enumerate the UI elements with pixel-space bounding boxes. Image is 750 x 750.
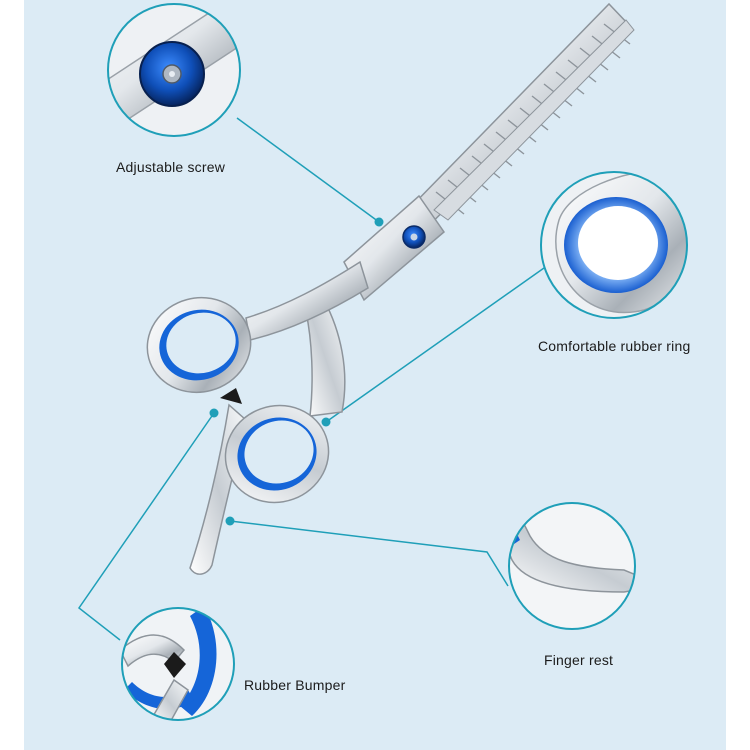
- thinning-shears: [146, 2, 635, 575]
- upper-ring-hole: [166, 312, 236, 374]
- lower-ring-hole: [244, 420, 314, 484]
- label-finger-rest: Finger rest: [544, 652, 614, 668]
- callout-circle-bumper: [121, 607, 235, 721]
- callout-line-bumper: [77, 412, 215, 641]
- callout-circle-finger: [508, 502, 636, 630]
- rubber-bumper-mark: [220, 388, 242, 404]
- scissors-illustration: [24, 0, 726, 750]
- callout-dots: [209, 217, 384, 526]
- callout-line-screw: [236, 117, 380, 223]
- label-rubber-bumper: Rubber Bumper: [244, 677, 346, 693]
- label-adjustable-screw: Adjustable screw: [116, 159, 226, 175]
- product-infographic: Adjustable screw Comfortable rubber ring…: [24, 0, 726, 750]
- callout-lines: [77, 117, 545, 641]
- teeth-base: [433, 19, 635, 221]
- callout-line-finger: [229, 520, 509, 587]
- callout-line-ring: [325, 267, 545, 423]
- callout-circle-screw: [107, 3, 241, 137]
- label-rubber-ring: Comfortable rubber ring: [538, 338, 691, 354]
- callout-circle-ring: [540, 171, 688, 319]
